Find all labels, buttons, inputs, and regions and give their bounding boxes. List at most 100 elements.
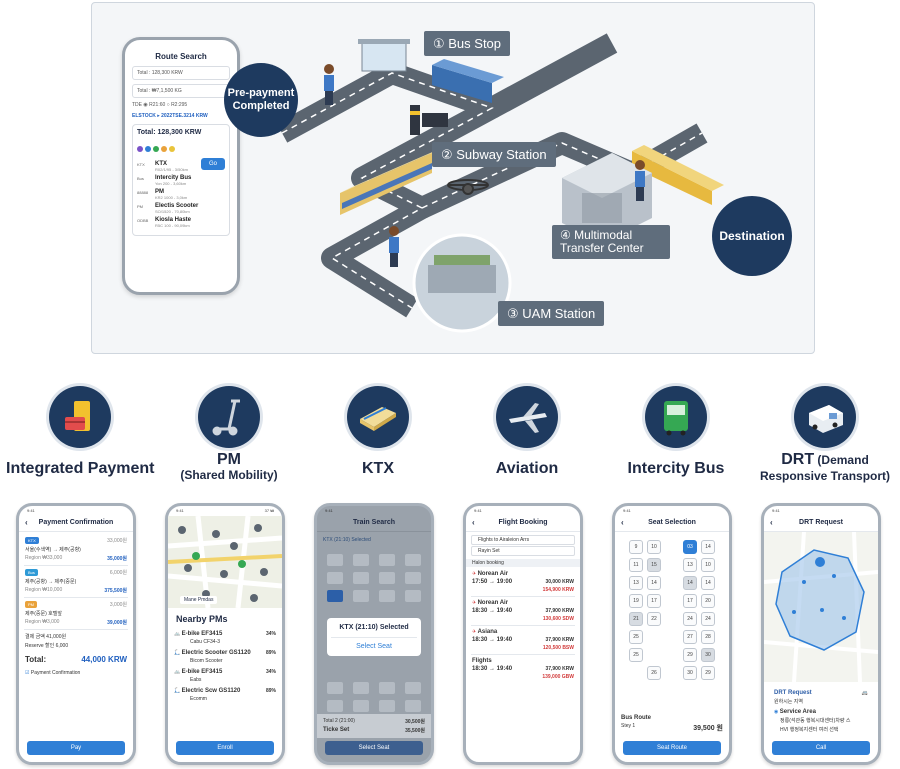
seat[interactable]: 15 <box>647 558 661 572</box>
status-bar: 9:41 <box>623 508 631 513</box>
seat[interactable]: 28 <box>701 630 715 644</box>
payment-discount: Reserve 할인 6,000 <box>25 643 69 649</box>
route-option-radio[interactable]: TDE ◉ R21:60 ○ R2:295 <box>132 102 188 108</box>
ktx-select-row[interactable]: KTX (21:10) Selected <box>323 537 371 543</box>
seat[interactable]: 19 <box>629 594 643 608</box>
ktx-selected-dialog: KTX (21:10) Selected Select Seat <box>327 618 421 656</box>
seat[interactable]: 30 <box>683 666 697 680</box>
route-eco-row: ELSTOCK ▸ 2022TSE.3214 KRW <box>132 113 208 119</box>
drt-map[interactable] <box>764 531 878 683</box>
payment-header: ‹Payment Confirmation <box>19 516 133 532</box>
payment-confirm-checkbox[interactable]: ☑ Payment Confirmation <box>25 670 81 676</box>
seat[interactable]: 03 <box>683 540 697 554</box>
back-arrow-icon[interactable]: ‹ <box>770 518 773 527</box>
seat[interactable]: 24 <box>701 612 715 626</box>
seat-route-button[interactable]: Seat Route <box>623 741 721 755</box>
seat[interactable]: 21 <box>629 612 643 626</box>
seat[interactable]: 13 <box>629 576 643 590</box>
aisle-gap <box>665 540 679 554</box>
service-area-row[interactable]: ◉ Service Area <box>774 709 816 715</box>
back-arrow-icon[interactable]: ‹ <box>25 518 28 527</box>
seat[interactable]: 22 <box>647 612 661 626</box>
seat[interactable]: 14 <box>701 576 715 590</box>
status-bar: 9:41 <box>325 508 333 513</box>
mode-icons <box>137 139 225 157</box>
flight-to-field[interactable]: Rayin Set <box>471 546 575 556</box>
select-seat-button[interactable]: Select Seat <box>325 741 423 755</box>
payment-route: 제주(중문) 호텔앞 <box>25 611 62 617</box>
flight-from-field[interactable]: Flights to Airaleion Arrs <box>471 535 575 545</box>
flight-header: ‹Flight Booking <box>466 516 580 532</box>
seat[interactable]: 29 <box>683 648 697 662</box>
seat[interactable]: 25 <box>629 630 643 644</box>
seat[interactable]: 30 <box>701 648 715 662</box>
drt-stop-icon <box>792 574 846 620</box>
seat[interactable]: 9 <box>629 540 643 554</box>
aisle-gap <box>647 648 661 662</box>
seat[interactable]: 10 <box>701 558 715 572</box>
payment-route: 서울(수색역) → 제주(공항) <box>25 547 81 553</box>
pm-phone: 9:41 37 ₩ Mane Pmdas Nearby PMs 🚲 E-bike… <box>165 503 285 765</box>
seat[interactable]: 27 <box>683 630 697 644</box>
aviation-phone: 9:41 ‹Flight Booking Flights to Airaleio… <box>463 503 583 765</box>
current-location-icon <box>815 557 825 567</box>
category-title: Intercity Bus <box>627 460 725 477</box>
enroll-button[interactable]: Enroll <box>176 741 274 755</box>
seat[interactable]: 11 <box>629 558 643 572</box>
back-arrow-icon[interactable]: ‹ <box>621 518 624 527</box>
train-icon <box>347 386 409 448</box>
category-title: PM(Shared Mobility) <box>180 451 278 483</box>
seat[interactable]: 14 <box>683 576 697 590</box>
aisle-gap <box>629 666 643 680</box>
map-chip[interactable]: Mane Pmdas <box>180 596 218 604</box>
bus-route-label: Bus Route <box>621 715 651 721</box>
aisle-gap <box>665 576 679 590</box>
seat[interactable]: 14 <box>647 576 661 590</box>
flight-tab[interactable]: Halon booking <box>466 559 580 567</box>
go-button[interactable]: Go <box>200 158 225 170</box>
seat[interactable]: 13 <box>683 558 697 572</box>
flight-total: 139,000 GBW <box>542 674 574 680</box>
flight-total: 120,500 BSW <box>542 645 574 651</box>
pay-button[interactable]: Pay <box>27 741 125 755</box>
mode-dot-icon <box>153 146 159 152</box>
seat[interactable]: 10 <box>647 540 661 554</box>
seat[interactable]: 29 <box>701 666 715 680</box>
aisle-gap <box>665 648 679 662</box>
seat[interactable]: 24 <box>683 612 697 626</box>
seat[interactable]: 17 <box>647 594 661 608</box>
airline-logo-icon: ✈ <box>472 571 477 577</box>
call-button[interactable]: Call <box>772 741 870 755</box>
pm-map[interactable]: Mane Pmdas <box>168 515 282 609</box>
airplane-icon <box>496 386 558 448</box>
route-summary-total: Total: 128,300 KRW <box>137 129 202 136</box>
back-arrow-icon[interactable]: ‹ <box>472 518 475 527</box>
seat[interactable]: 14 <box>701 540 715 554</box>
charging-post-icon <box>410 105 448 135</box>
aisle-gap <box>647 630 661 644</box>
select-seat-link[interactable]: Select Seat <box>331 637 417 650</box>
category-title: KTX <box>362 460 394 477</box>
seat[interactable]: 26 <box>647 666 661 680</box>
seat[interactable]: 25 <box>629 648 643 662</box>
pm-list-sub: Eabs <box>190 677 202 683</box>
subway-station-label: ② Subway Station <box>432 142 556 167</box>
van-small-icon: 🚐 <box>861 690 868 696</box>
seat[interactable]: 20 <box>701 594 715 608</box>
route-search-phone: Route Search Total : 128,300 KRW Total :… <box>122 37 240 295</box>
seat[interactable]: 17 <box>683 594 697 608</box>
route-total-row: Total : ₩7,1,500 KG <box>132 84 230 98</box>
